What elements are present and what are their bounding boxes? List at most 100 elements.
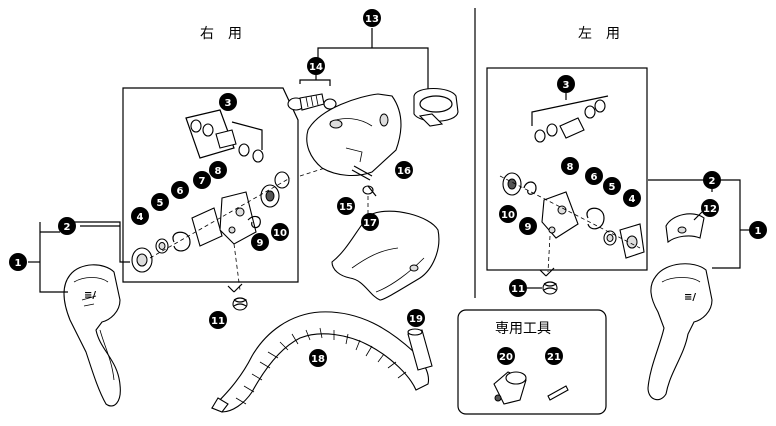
- callout-8-left: 8: [561, 157, 579, 175]
- svg-text:8: 8: [215, 166, 222, 177]
- left-inset-frame: [486, 67, 648, 271]
- part-10-gear: [260, 184, 280, 208]
- callout-10-left: 10: [499, 205, 517, 223]
- part-17-hood-cover: [331, 210, 440, 301]
- part-6-spring: [172, 231, 191, 252]
- tool-21-pin-tool: [547, 385, 569, 401]
- callout-15: 15: [337, 197, 355, 215]
- callout-10-right: 10: [271, 223, 289, 241]
- svg-text:11: 11: [511, 284, 525, 295]
- svg-text:8: 8: [567, 162, 574, 173]
- bracket-14: [299, 79, 331, 86]
- svg-text:9: 9: [257, 238, 264, 249]
- svg-text:15: 15: [339, 202, 353, 213]
- callout-13: 13: [363, 9, 381, 27]
- svg-text:2: 2: [64, 222, 71, 233]
- part-9-spring: [247, 215, 261, 229]
- svg-text:12: 12: [703, 204, 717, 215]
- heading-special-tools: 専用工具: [495, 321, 551, 337]
- part-14-bolt: [287, 93, 337, 111]
- svg-text:14: 14: [309, 62, 323, 73]
- bracket-2-left: [648, 179, 741, 269]
- part-3-shaft-set: [185, 109, 264, 163]
- svg-text:5: 5: [609, 182, 616, 193]
- svg-text:2: 2: [709, 176, 716, 187]
- part-7-plate: [191, 207, 223, 247]
- callout-11-left: 11: [509, 279, 527, 297]
- right-lever-assembly: ≡/: [63, 264, 121, 407]
- callout-4-left: 4: [623, 189, 641, 207]
- left-lever-assembly: ≡/: [647, 263, 713, 401]
- callout-2-right: 2: [58, 217, 76, 235]
- svg-text:17: 17: [363, 218, 377, 229]
- callout-11-right: 11: [209, 311, 227, 329]
- svg-text:5: 5: [157, 198, 164, 209]
- callout-6-right: 6: [171, 181, 189, 199]
- callout-9-left: 9: [519, 217, 537, 235]
- callout-7-right: 7: [193, 171, 211, 189]
- svg-text:7: 7: [199, 176, 206, 187]
- svg-text:1: 1: [15, 258, 22, 269]
- lever-bracket-body: [306, 93, 402, 177]
- svg-text:13: 13: [365, 14, 379, 25]
- svg-text:20: 20: [499, 352, 513, 363]
- lever-logo-mark: ≡/: [84, 290, 96, 301]
- right-inset-frame: [122, 87, 299, 283]
- part-19-cable-pin: [407, 328, 433, 371]
- part-16-pin: [351, 165, 373, 181]
- svg-text:19: 19: [409, 314, 423, 325]
- part-4-plate-left: [619, 223, 645, 259]
- callout-9-right: 9: [251, 233, 269, 251]
- callout-12: 12: [701, 199, 719, 217]
- part-11-spring-left: [539, 267, 558, 295]
- svg-text:3: 3: [563, 80, 570, 91]
- callout-16: 16: [395, 161, 413, 179]
- part-4-plate: [131, 247, 153, 273]
- callout-1-right: 1: [9, 253, 27, 271]
- callout-14: 14: [307, 57, 325, 75]
- svg-text:18: 18: [311, 354, 325, 365]
- svg-text:6: 6: [591, 172, 598, 183]
- part-10-gear-left: [502, 172, 522, 196]
- handlebar-clamp-band: [413, 87, 459, 127]
- svg-text:9: 9: [525, 222, 532, 233]
- callout-21: 21: [545, 347, 563, 365]
- part-10b-washer: [274, 171, 290, 189]
- callout-19: 19: [407, 309, 425, 327]
- callout-8-right: 8: [209, 161, 227, 179]
- svg-text:4: 4: [629, 194, 636, 205]
- special-tools-frame: [457, 309, 607, 415]
- part-6-spring-left: [586, 207, 605, 230]
- part-18-cable-housing: [211, 311, 430, 413]
- part-9-spring-left: [523, 181, 537, 195]
- callout-20: 20: [497, 347, 515, 365]
- callout-5-left: 5: [603, 177, 621, 195]
- tool-20-socket: [493, 371, 527, 405]
- svg-text:3: 3: [225, 98, 232, 109]
- heading-left-use: 左 用: [578, 26, 620, 42]
- assembly-axis-left: [499, 175, 641, 249]
- part-11-spring-right: [227, 283, 248, 311]
- callout-5-right: 5: [151, 193, 169, 211]
- svg-text:10: 10: [273, 228, 287, 239]
- callout-18: 18: [309, 349, 327, 367]
- callout-1-left: 1: [749, 221, 767, 239]
- callout-3-right: 3: [219, 93, 237, 111]
- svg-text:16: 16: [397, 166, 411, 177]
- heading-right-use: 右 用: [200, 26, 242, 42]
- svg-text:4: 4: [137, 212, 144, 223]
- callout-6-left: 6: [585, 167, 603, 185]
- callout-2-left: 2: [703, 171, 721, 189]
- part-15-screw: [362, 185, 377, 197]
- svg-text:6: 6: [177, 186, 184, 197]
- bracket-13: [317, 47, 429, 92]
- svg-text:1: 1: [755, 226, 762, 237]
- callout-3-left: 3: [557, 75, 575, 93]
- assembly-axis-right: [149, 177, 291, 259]
- part-3-shaft-set-left: [531, 95, 609, 143]
- svg-text:11: 11: [211, 316, 225, 327]
- lever-logo-mark-left: ≡/: [684, 292, 696, 303]
- callout-4-right: 4: [131, 207, 149, 225]
